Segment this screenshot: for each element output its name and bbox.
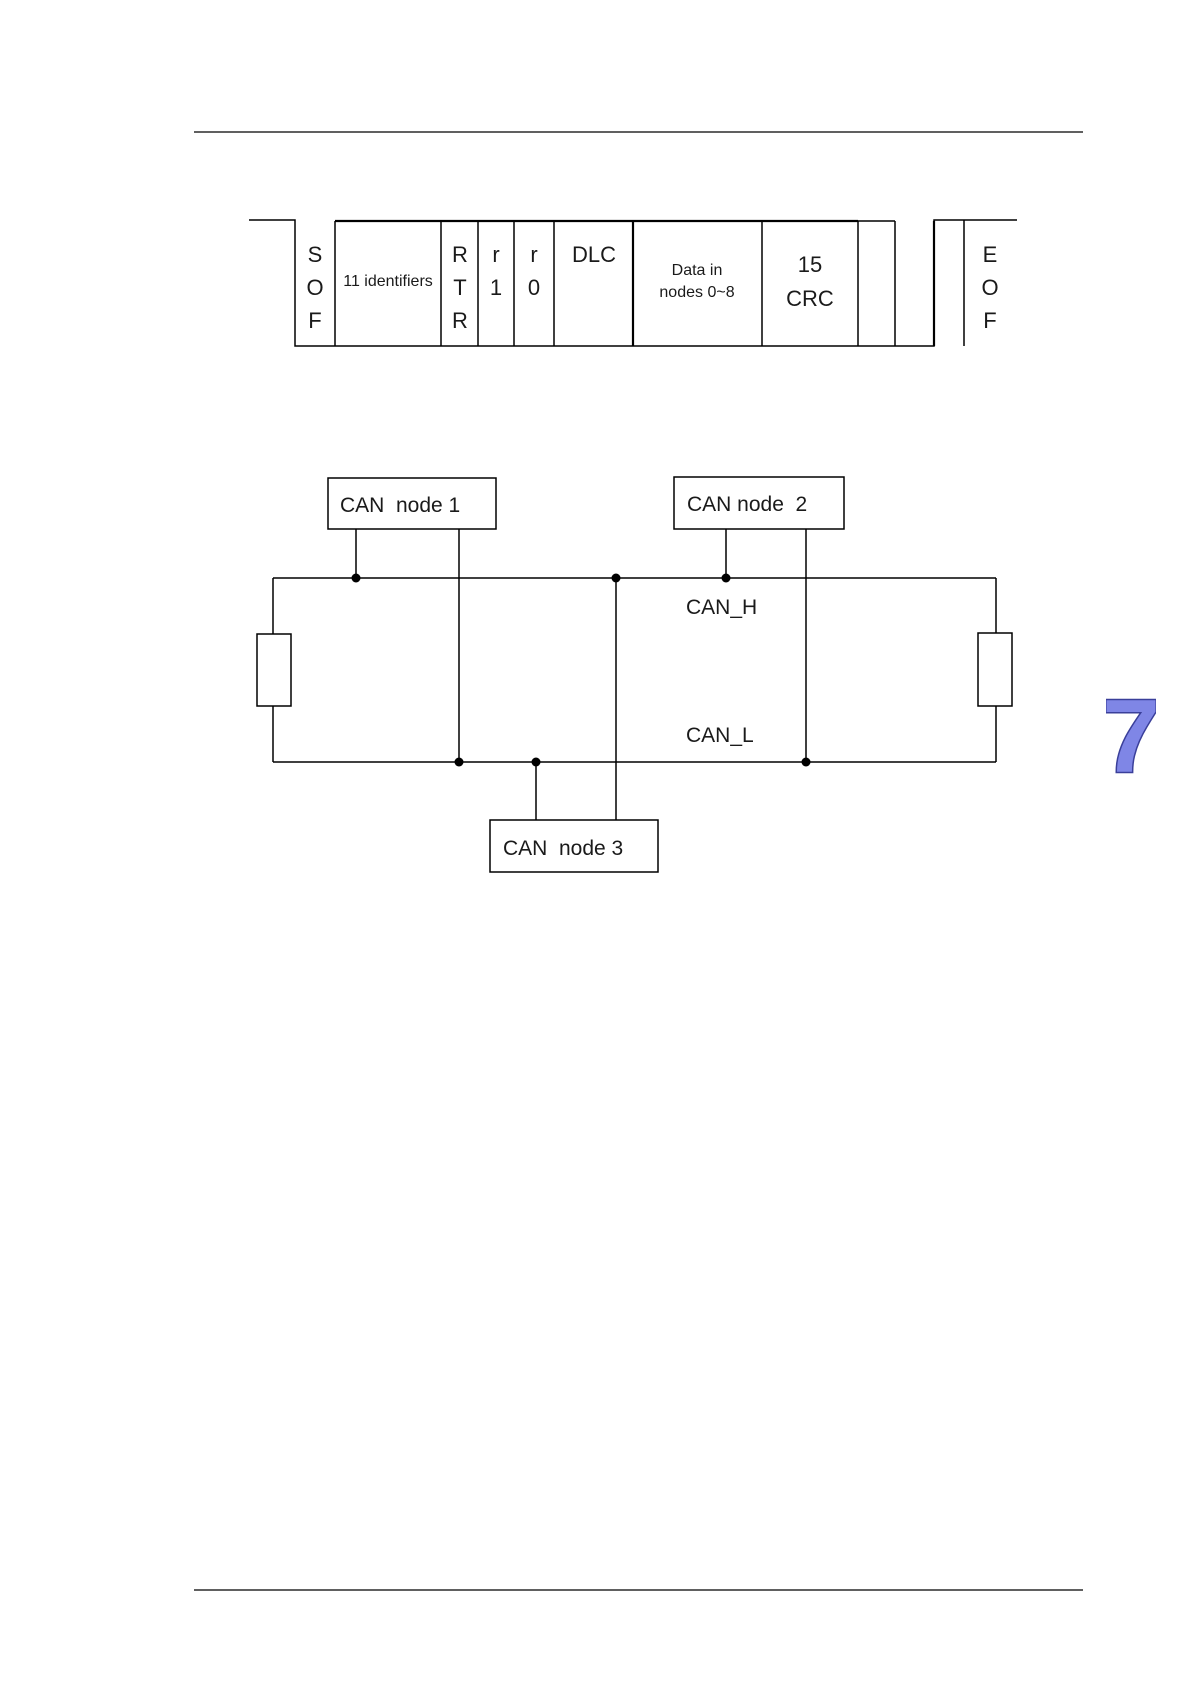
frame-field-data-label: nodes 0~8	[659, 284, 734, 301]
can-l-label: CAN_L	[686, 724, 754, 747]
chapter-number-badge: 7	[1106, 688, 1156, 780]
frame-field-sof-label: O	[306, 275, 323, 300]
frame-field-dlc-label: DLC	[572, 242, 616, 267]
frame-field-r1-label: 1	[490, 275, 502, 300]
can-node-3-label: CAN node 3	[503, 837, 623, 860]
junction-dot	[802, 758, 811, 767]
can-bus-diagram: CAN node 1 CAN node 2 CAN node 3 CAN_H C…	[257, 477, 1012, 872]
right-termination-resistor	[978, 633, 1012, 706]
frame-field-sof-label: F	[308, 308, 321, 333]
junction-dot	[532, 758, 541, 767]
left-termination-resistor	[257, 634, 291, 706]
frame-field-crc-label: 15	[798, 252, 822, 277]
frame-field-data-label: Data in	[672, 262, 723, 279]
frame-field-r0-label: r	[530, 242, 537, 267]
frame-field-crc-label: CRC	[786, 286, 834, 311]
frame-field-r1-label: r	[492, 242, 499, 267]
junction-dot	[722, 574, 731, 583]
junction-dot	[612, 574, 621, 583]
can-h-label: CAN_H	[686, 596, 757, 619]
junction-dot	[455, 758, 464, 767]
frame-field-eof-label: F	[983, 308, 996, 333]
junction-dot	[352, 574, 361, 583]
can-node-1-label: CAN node 1	[340, 494, 460, 517]
frame-field-r0-label: 0	[528, 275, 540, 300]
can-node-2-label: CAN node 2	[687, 493, 807, 516]
frame-field-rtr-label: R	[452, 308, 468, 333]
chapter-number: 7	[1106, 688, 1156, 780]
frame-field-rtr-label: R	[452, 242, 468, 267]
frame-field-rtr-label: T	[453, 275, 466, 300]
frame-field-eof-label: E	[983, 242, 998, 267]
frame-field-sof-label: S	[308, 242, 323, 267]
frame-field-identifiers-label: 11 identifiers	[343, 273, 433, 290]
frame-field-eof-label: O	[981, 275, 998, 300]
